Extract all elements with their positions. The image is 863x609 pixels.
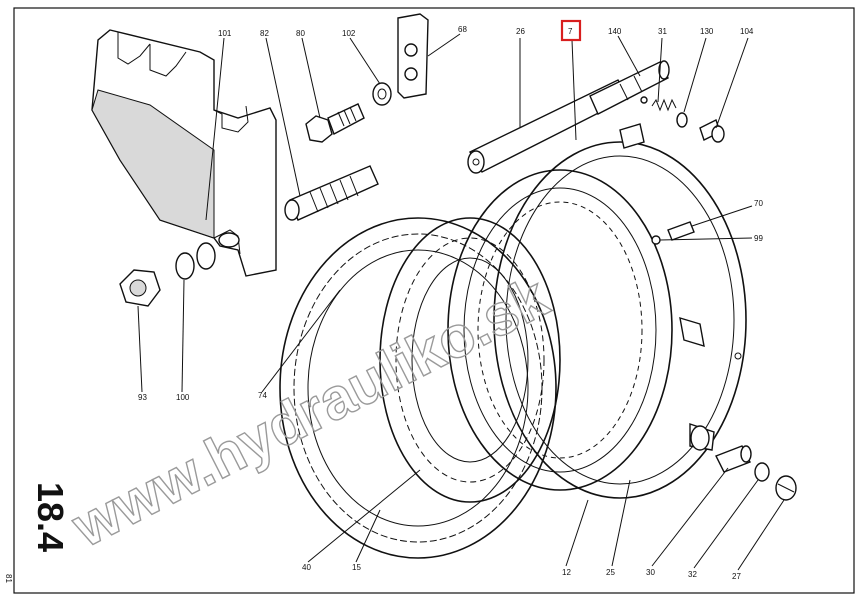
callout-15: 15 (352, 563, 361, 572)
callout-101: 101 (218, 29, 232, 38)
washer (372, 82, 392, 106)
bolt (305, 103, 365, 143)
callout-68: 68 (458, 25, 467, 34)
actuating-rod (467, 79, 629, 174)
friction-disc (279, 217, 557, 559)
callout-12: 12 (562, 568, 571, 577)
page-border (13, 7, 855, 594)
brake-housing (493, 123, 747, 499)
callout-140: 140 (608, 27, 622, 36)
lock-washer (175, 252, 195, 280)
nut (119, 269, 161, 307)
internal-gear-ring (447, 169, 673, 491)
callout-31: 31 (658, 27, 667, 36)
splined-ring (379, 217, 561, 503)
seal-washer (754, 462, 770, 482)
watermark: www.hydrauliko.sk (62, 264, 559, 560)
leader-lines (137, 33, 785, 571)
callout-82: 82 (260, 29, 269, 38)
callout-70: 70 (754, 199, 763, 208)
callout-27: 27 (732, 572, 741, 581)
callout-99: 99 (754, 234, 763, 243)
stud (284, 165, 379, 221)
callout-102: 102 (342, 29, 356, 38)
callout-100: 100 (176, 393, 190, 402)
pin (715, 445, 752, 473)
flat-washer (196, 242, 216, 270)
callout-74: 74 (258, 391, 267, 400)
callout-26: 26 (516, 27, 525, 36)
callout-104: 104 (740, 27, 754, 36)
section-number: 18.4 (30, 482, 71, 552)
page-number: 81 (4, 574, 13, 583)
callout-labels: 101 82 80 102 68 26 7 140 31 130 104 70 … (138, 25, 763, 581)
washer-hole (377, 88, 387, 100)
o-ring (676, 112, 688, 128)
callout-130: 130 (700, 27, 714, 36)
callout-93: 93 (138, 393, 147, 402)
callout-40: 40 (302, 563, 311, 572)
callout-25: 25 (606, 568, 615, 577)
grease-nipple (651, 235, 661, 245)
callout-80: 80 (296, 29, 305, 38)
bleed-screw (667, 221, 695, 241)
spring (651, 98, 677, 112)
callout-highlight-box (560, 19, 582, 42)
shaft (589, 60, 670, 115)
callout-7: 7 (568, 27, 573, 36)
adjusting-screw (699, 119, 725, 143)
callout-32: 32 (688, 570, 697, 579)
mounting-bracket (91, 29, 277, 277)
callout-30: 30 (646, 568, 655, 577)
plate (397, 13, 429, 99)
drain-plug (775, 475, 797, 501)
